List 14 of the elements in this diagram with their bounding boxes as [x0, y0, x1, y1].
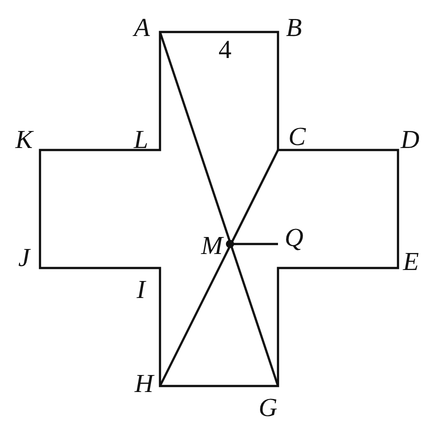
point-label: K: [15, 127, 33, 153]
point-label: H: [134, 371, 154, 397]
point-label: J: [18, 245, 30, 271]
point-label: L: [134, 127, 148, 153]
point-label: E: [403, 249, 419, 275]
point-label: Q: [284, 225, 304, 251]
point-label: A: [134, 15, 150, 41]
point-label: I: [136, 277, 146, 303]
point-label: D: [400, 127, 420, 153]
point-label: B: [286, 15, 302, 41]
point-label: C: [288, 124, 306, 150]
point-label: G: [258, 395, 278, 421]
point-label: M: [201, 233, 223, 259]
length-label: 4: [218, 37, 232, 63]
